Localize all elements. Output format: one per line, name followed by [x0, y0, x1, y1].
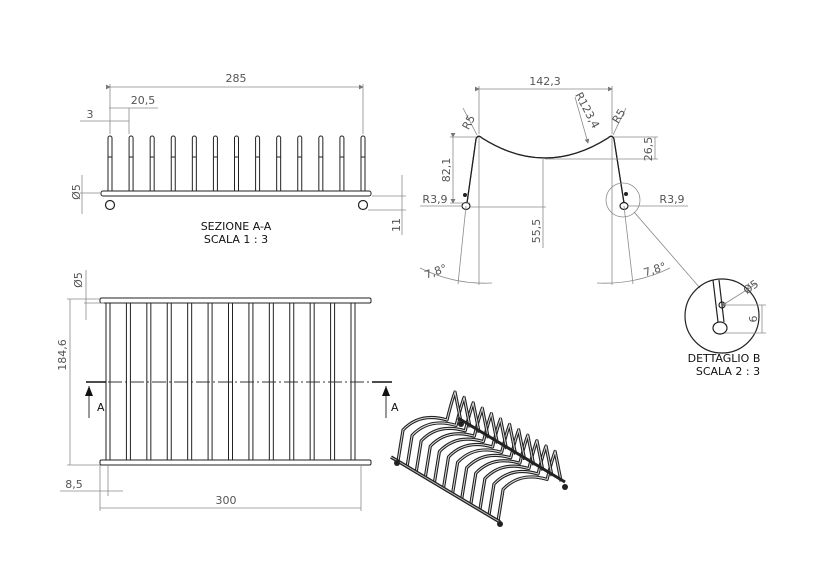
plan-view: A A Ø5 184,6 8,5 300 — [56, 270, 399, 511]
iso-foot — [394, 460, 400, 466]
section-rod — [191, 135, 197, 195]
section-foot-left — [104, 199, 116, 211]
iso-back-rail — [457, 416, 566, 484]
section-rod — [276, 135, 282, 195]
section-rod — [234, 135, 239, 195]
iso-foot — [562, 484, 568, 490]
profile-wire — [466, 135, 625, 204]
isometric-view — [390, 390, 568, 527]
detail-dim-offset: 6 — [747, 316, 760, 323]
section-rod — [128, 135, 134, 195]
plan-rail-bottom — [99, 459, 372, 466]
detail-title: DETTAGLIO B — [688, 352, 761, 365]
section-scale: SCALA 1 : 3 — [204, 233, 268, 246]
section-rod — [318, 135, 324, 195]
dim-foot: 11 — [390, 218, 403, 232]
dim-width-285: 285 — [226, 72, 247, 85]
detail-b-marker — [605, 182, 641, 218]
section-rod — [149, 135, 155, 195]
dim-arc-radius: R123,4 — [572, 90, 602, 131]
section-rod — [339, 135, 345, 195]
side-profile-view: 142,3 R5 R5 R123,4 82,1 26,5 55,5 R3,9 R… — [419, 75, 701, 289]
dim-radius-left: R5 — [460, 113, 478, 132]
section-foot-right — [357, 199, 369, 211]
plan-dim-diameter: Ø5 — [72, 272, 85, 288]
dim-diameter: Ø5 — [70, 184, 83, 200]
section-base-rail — [100, 190, 372, 197]
iso-arches — [396, 390, 563, 521]
dim-height: 82,1 — [440, 158, 453, 183]
plan-dim-length: 300 — [216, 494, 237, 507]
dim-angle-right: 7,8° — [642, 260, 668, 279]
dim-sag: 26,5 — [642, 137, 655, 162]
section-rod — [297, 135, 303, 195]
plan-rod — [125, 302, 131, 461]
section-title: SEZIONE A-A — [201, 220, 272, 233]
plan-dim-depth: 184,6 — [56, 339, 69, 371]
dim-pitch: 20,5 — [131, 94, 156, 107]
detail-scale: SCALA 2 : 3 — [696, 365, 760, 378]
dim-foot-radius-left: R3,9 — [422, 193, 447, 206]
plan-dim-margin: 8,5 — [65, 478, 83, 491]
section-rod — [107, 135, 113, 195]
section-label-left: A — [97, 401, 105, 414]
dim-center: 55,5 — [530, 219, 543, 244]
detail-b-view: Ø5 6 DETTAGLIO B SCALA 2 : 3 — [684, 277, 766, 378]
section-rods — [107, 135, 366, 195]
iso-foot — [497, 521, 503, 527]
dim-span: 142,3 — [529, 75, 561, 88]
plan-rail-top — [99, 297, 372, 304]
section-rod — [212, 135, 218, 195]
dim-wire: 3 — [87, 108, 94, 121]
section-rod — [255, 135, 261, 195]
section-view: 285 20,5 3 Ø5 11 SEZIONE A-A SCALA 1 : 3 — [70, 72, 406, 246]
section-rod — [170, 135, 176, 195]
detail-dim-diameter: Ø5 — [741, 277, 761, 297]
section-label-right: A — [391, 401, 399, 414]
iso-foot — [458, 421, 464, 427]
dim-foot-radius-right: R3,9 — [659, 193, 684, 206]
section-rod — [360, 135, 366, 195]
dim-angle-left: 7,8° — [423, 262, 449, 282]
